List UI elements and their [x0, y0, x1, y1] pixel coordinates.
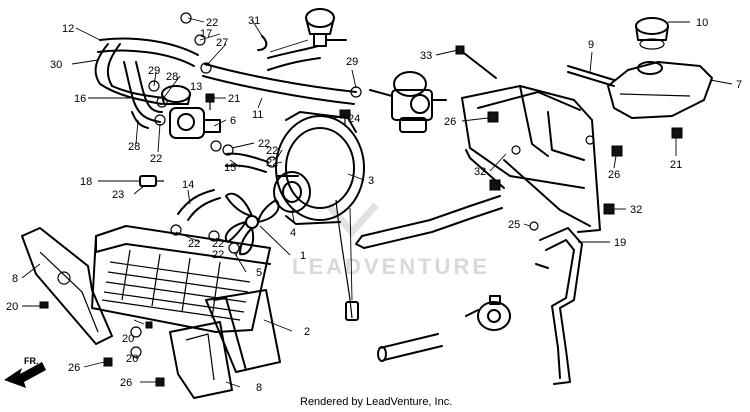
hose-28: [131, 111, 149, 129]
callout-9: 9: [588, 39, 594, 51]
callout-22-fan-lower: 22: [212, 249, 224, 261]
callout-23: 23: [112, 189, 124, 201]
callout-26-mid: 26: [126, 353, 138, 365]
side-cover-8-bottom: [169, 321, 233, 399]
callout-26-left: 26: [68, 362, 80, 374]
callout-22-clamp: 22: [212, 238, 224, 250]
callout-22-fan: 22: [266, 145, 278, 157]
callout-29: 29: [148, 65, 160, 77]
callout-24: 24: [348, 113, 360, 125]
callout-32-right: 32: [630, 204, 642, 216]
callout-17: 17: [200, 28, 212, 40]
callout-21-right: 21: [670, 159, 682, 171]
hose-15: [225, 152, 269, 173]
fan-shroud-3: [275, 111, 365, 225]
callout-32: 32: [474, 166, 486, 178]
callout-labels: 12 22 31 17 27 30 29 28 13 16 21 11 29 6…: [6, 15, 742, 394]
watermark-text: LEADVENTURE: [292, 254, 490, 279]
callout-5: 5: [256, 267, 262, 279]
callout-18: 18: [80, 176, 92, 188]
radiator-tank: [205, 289, 281, 373]
callout-27: 27: [216, 37, 228, 49]
callout-26-frame: 26: [444, 116, 456, 128]
bypass-hose: [377, 333, 443, 362]
callout-28: 28: [166, 71, 178, 83]
rod-9: [567, 65, 615, 87]
side-cover-8-left: [21, 227, 113, 345]
hose-11: [202, 63, 357, 105]
callout-1: 1: [300, 250, 306, 262]
hose-12: [97, 37, 199, 67]
carburetor: [369, 71, 447, 133]
callout-22-mid: 22: [266, 157, 278, 169]
callout-22: 22: [206, 17, 218, 29]
hose-14: [177, 189, 221, 221]
thermostat-hose: [267, 45, 321, 71]
hose-clamps: [148, 12, 362, 242]
callout-31: 31: [248, 15, 260, 27]
callout-8-bottom: 8: [256, 382, 262, 394]
callout-2: 2: [304, 326, 310, 338]
stay-19: [535, 227, 583, 385]
front-direction-arrow: FR.: [4, 356, 46, 388]
callout-26-bottom: 26: [120, 377, 132, 389]
bolt-21-upper: [205, 93, 215, 110]
callout-14: 14: [182, 179, 194, 191]
water-pump-cover: [465, 295, 511, 331]
callout-15: 15: [224, 162, 236, 174]
callout-3: 3: [368, 175, 374, 187]
callout-20: 20: [6, 301, 18, 313]
callout-7: 7: [736, 79, 742, 91]
callout-30: 30: [50, 59, 62, 71]
hose-16: [123, 61, 163, 123]
callout-16: 16: [74, 93, 86, 105]
callout-29-right: 29: [346, 56, 358, 68]
callout-10: 10: [696, 17, 708, 29]
fr-label: FR.: [24, 356, 39, 366]
leader-lines: [21, 17, 733, 388]
fan-wire: [335, 199, 359, 321]
fan-blade-1: [224, 192, 280, 256]
callout-19: 19: [614, 237, 626, 249]
callout-22-lower: 22: [150, 153, 162, 165]
callout-6: 6: [230, 115, 236, 127]
thermostat-cap-31: [257, 8, 347, 51]
callout-22-hose: 22: [188, 238, 200, 250]
callout-12: 12: [62, 23, 74, 35]
callout-22-right: 22: [258, 138, 270, 150]
render-credit: Rendered by LeadVenture, Inc.: [300, 396, 453, 408]
radiator-2: [91, 225, 271, 333]
reservoir-tank-7: [607, 61, 713, 119]
callout-4: 4: [290, 227, 296, 239]
fasteners-26-20: [39, 301, 165, 387]
leadventure-watermark: LEADVENTURE: [292, 202, 490, 279]
callout-8: 8: [12, 273, 18, 285]
callout-21: 21: [228, 93, 240, 105]
temp-sensor-23: [139, 175, 164, 187]
bolt-21-26-right: [611, 127, 683, 157]
callout-33: 33: [420, 50, 432, 62]
callout-13: 13: [190, 81, 202, 93]
callout-26-right: 26: [608, 169, 620, 181]
frame-bracket: [461, 85, 601, 233]
callout-20-lower: 20: [122, 333, 134, 345]
lower-stay: [355, 195, 503, 249]
callout-28-lower: 28: [128, 141, 140, 153]
thermostat-housing-6: [169, 107, 221, 139]
callout-11: 11: [252, 109, 263, 121]
reservoir-cap-10: [635, 17, 669, 50]
callout-25: 25: [508, 219, 520, 231]
